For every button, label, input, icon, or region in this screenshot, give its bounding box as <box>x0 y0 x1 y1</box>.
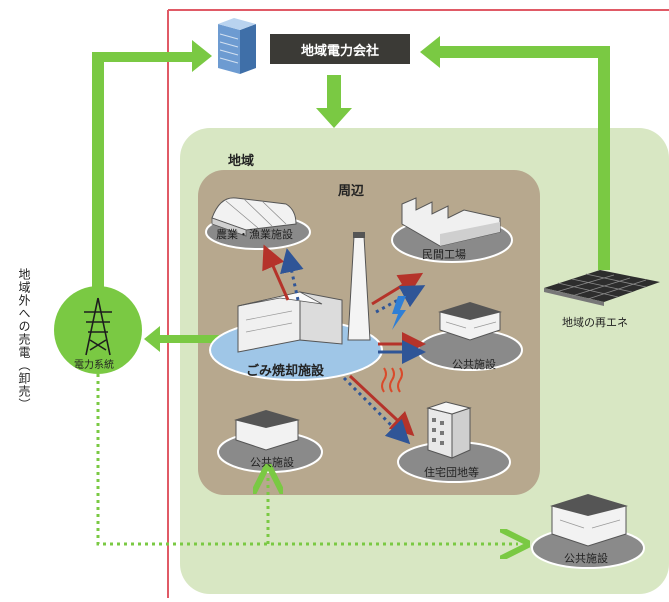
grid-label: 電力系統 <box>74 360 114 371</box>
company-building-icon <box>218 18 256 74</box>
incinerator-label: ごみ焼却施設 <box>246 364 325 379</box>
heat-wave-icon <box>381 367 403 393</box>
wholesale-dotted-lines <box>96 374 518 544</box>
grid-circle <box>54 286 142 374</box>
outside-sales-label: 地域外への売電（卸売） <box>17 268 31 411</box>
solar-panel-icon <box>544 270 660 306</box>
apartment-icon <box>426 401 472 459</box>
agri-label: 農業・漁業施設 <box>216 228 293 241</box>
public-facility-icon-2 <box>234 410 300 451</box>
green-flow-arrows <box>92 36 610 352</box>
greenhouse-icon <box>211 197 297 237</box>
power-dotted-arrows <box>280 248 426 445</box>
surrounding-label: 周辺 <box>338 184 365 199</box>
public1-label: 公共施設 <box>452 358 496 371</box>
public3-label: 公共施設 <box>564 552 608 565</box>
factory-label: 民間工場 <box>422 248 466 261</box>
lightning-icon <box>392 296 406 330</box>
public2-label: 公共施設 <box>250 456 294 469</box>
region-label: 地域 <box>228 154 255 169</box>
incinerator-building-icon <box>237 232 371 353</box>
housing-label: 住宅団地等 <box>424 466 479 479</box>
renewable-label: 地域の再エネ <box>562 316 628 329</box>
pylon-icon <box>84 297 112 356</box>
company-label: 地域電力会社 <box>300 44 379 59</box>
public-facility-icon-3 <box>550 494 628 547</box>
public-facility-icon-1 <box>438 302 502 341</box>
company-box <box>270 34 410 64</box>
factory-icon <box>401 197 501 247</box>
region-boundary <box>167 9 669 598</box>
